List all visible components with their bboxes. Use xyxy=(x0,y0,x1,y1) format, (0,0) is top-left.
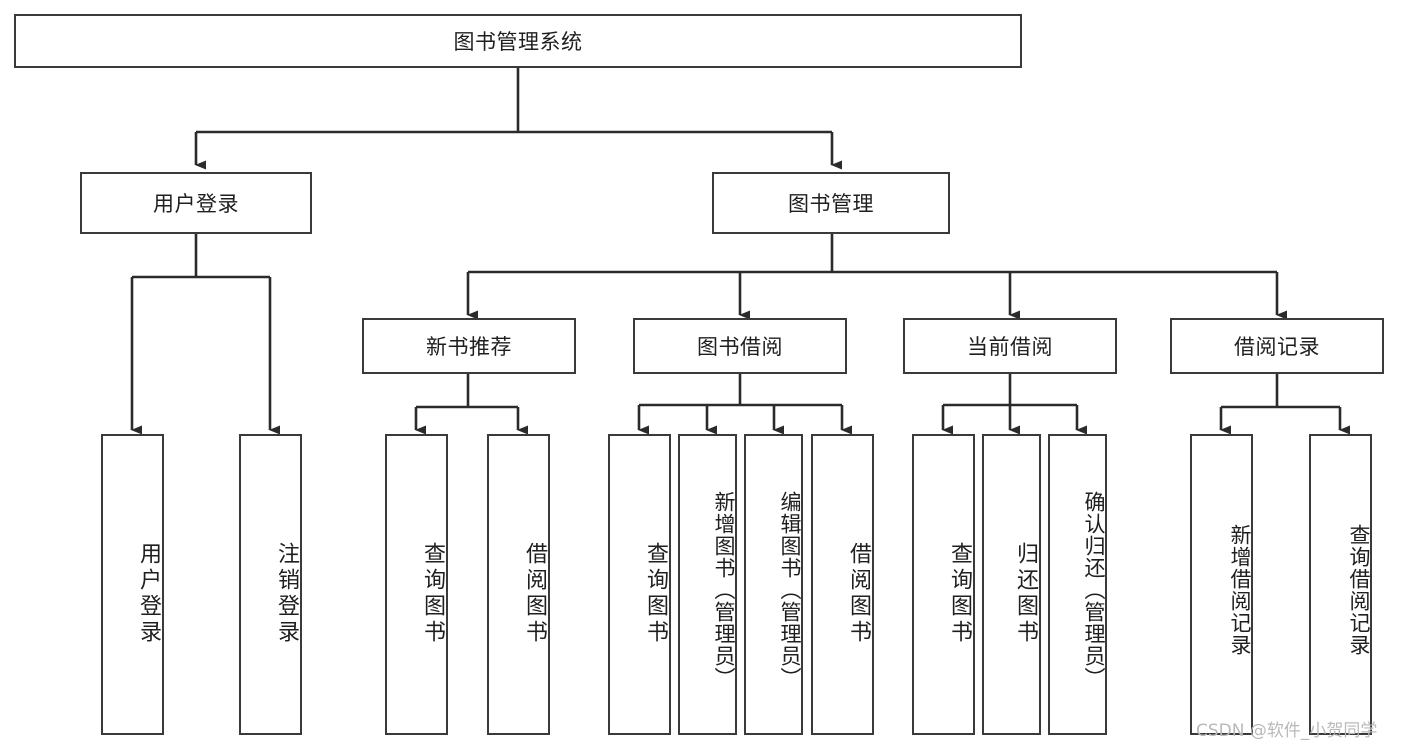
leaf-query-book-3[interactable]: 查询图书 xyxy=(912,434,975,735)
node-book-borrow[interactable]: 图书借阅 xyxy=(633,318,847,374)
node-user-login[interactable]: 用户登录 xyxy=(80,172,312,234)
node-book-management[interactable]: 图书管理 xyxy=(712,172,950,234)
leaf-borrow-book-2[interactable]: 借阅图书 xyxy=(811,434,874,735)
leaf-confirm-return[interactable]: 确认归还（管理员） xyxy=(1048,434,1107,735)
leaf-user-login[interactable]: 用户登录 xyxy=(101,434,164,735)
leaf-query-book-2[interactable]: 查询图书 xyxy=(608,434,671,735)
node-borrow-record[interactable]: 借阅记录 xyxy=(1170,318,1384,374)
leaf-query-book-1[interactable]: 查询图书 xyxy=(385,434,448,735)
leaf-edit-book[interactable]: 编辑图书（管理员） xyxy=(744,434,803,735)
node-current-borrow[interactable]: 当前借阅 xyxy=(903,318,1117,374)
node-root[interactable]: 图书管理系统 xyxy=(14,14,1022,68)
leaf-logout-login[interactable]: 注销登录 xyxy=(239,434,302,735)
leaf-borrow-book-1[interactable]: 借阅图书 xyxy=(487,434,550,735)
csdn-watermark: CSDN @软件_小贺同学 xyxy=(1196,721,1378,741)
leaf-query-record[interactable]: 查询借阅记录 xyxy=(1309,434,1372,735)
leaf-return-book[interactable]: 归还图书 xyxy=(982,434,1041,735)
leaf-add-record[interactable]: 新增借阅记录 xyxy=(1190,434,1253,735)
node-new-book-recommend[interactable]: 新书推荐 xyxy=(362,318,576,374)
leaf-add-book[interactable]: 新增图书（管理员） xyxy=(678,434,737,735)
